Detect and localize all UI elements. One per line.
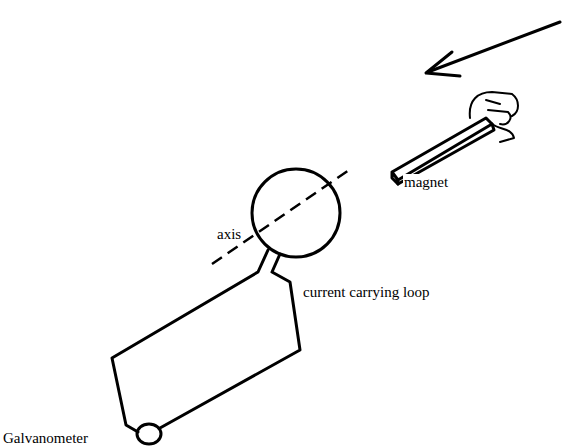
galvanometer-symbol — [137, 424, 161, 444]
motion-arrow — [428, 22, 560, 72]
loop-label: current carrying loop — [302, 284, 431, 301]
axis-line — [212, 168, 352, 264]
axis-label: axis — [216, 226, 242, 243]
wire-left — [112, 250, 268, 432]
wire-right — [160, 254, 300, 428]
hand — [470, 92, 518, 142]
arrow-head — [426, 52, 460, 76]
magnet-label: magnet — [403, 174, 449, 191]
loop-circle — [252, 169, 340, 257]
galvanometer-label: Galvanometer — [2, 430, 89, 447]
